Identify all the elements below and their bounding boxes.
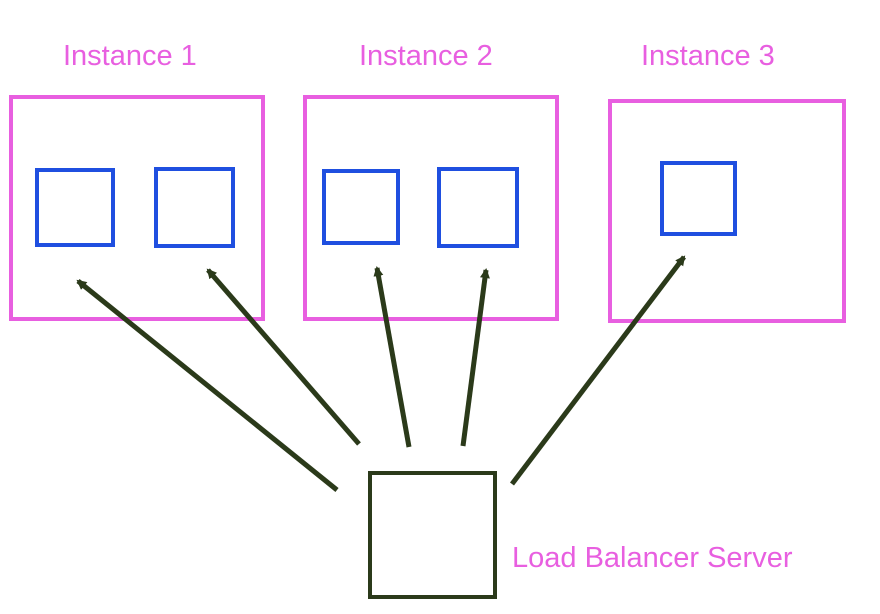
instance-1-process-2 xyxy=(154,167,235,248)
instance-2-process-1 xyxy=(322,169,400,245)
instance-3-label: Instance 3 xyxy=(641,40,775,72)
load-balancer-label: Load Balancer Server xyxy=(512,542,793,574)
arrow-to-instance-1-process-2 xyxy=(206,268,361,446)
instance-1-process-1 xyxy=(35,168,115,247)
instance-2-label: Instance 2 xyxy=(359,40,493,72)
instance-1-box xyxy=(9,95,265,321)
arrow-to-instance-1-process-1 xyxy=(76,279,339,492)
arrow-to-instance-2-process-2 xyxy=(460,268,490,447)
arrow-to-instance-3-process-1 xyxy=(510,255,686,486)
instance-3-process-1 xyxy=(660,161,737,236)
arrow-to-instance-2-process-1 xyxy=(373,266,412,448)
instance-2-box xyxy=(303,95,559,321)
instance-3-box xyxy=(608,99,846,323)
instance-2-process-2 xyxy=(437,167,519,248)
instance-1-label: Instance 1 xyxy=(63,40,197,72)
load-balancer-box xyxy=(368,471,497,599)
